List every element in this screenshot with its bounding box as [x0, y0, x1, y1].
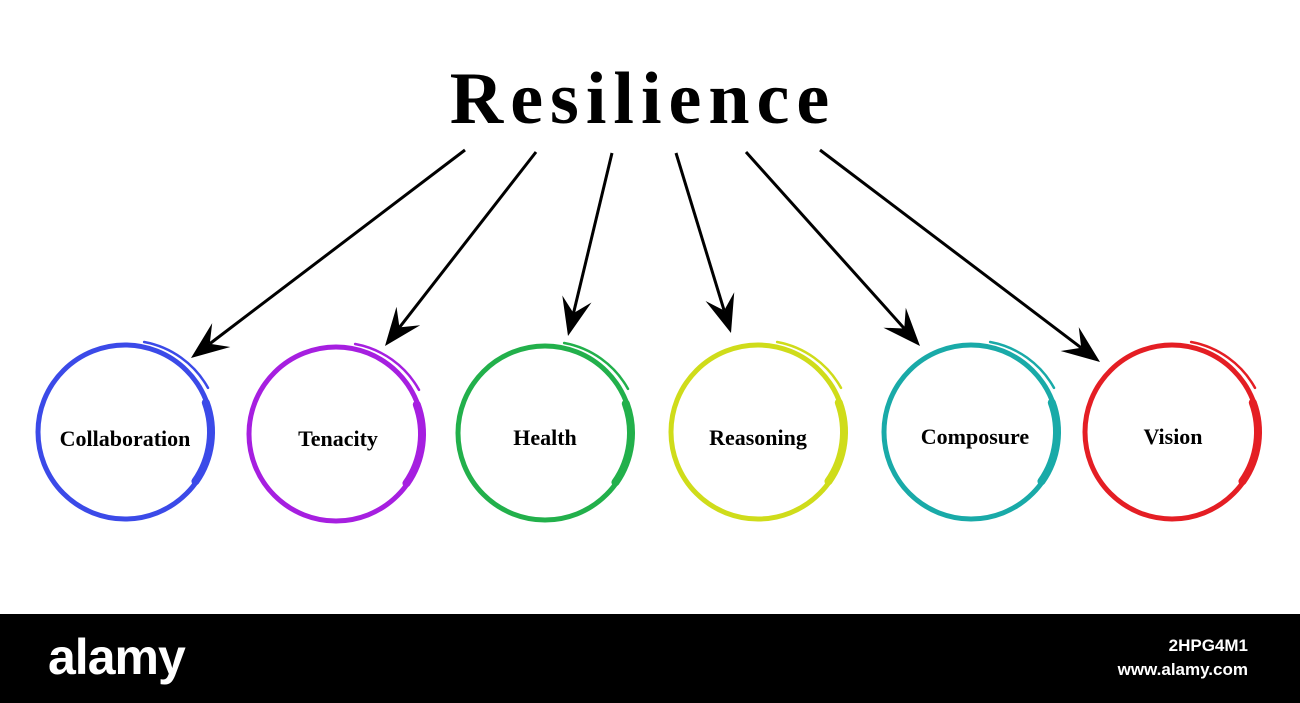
arrow-to-vision	[819, 148, 1100, 362]
arrow-head-composure	[883, 307, 920, 346]
arrow-head-collaboration	[191, 323, 231, 358]
arrow-head-reasoning	[705, 292, 735, 333]
node-circle-composure	[881, 340, 1061, 522]
node-circle-tenacity	[246, 342, 426, 524]
arrow-head-vision	[1060, 327, 1100, 362]
arrow-to-composure	[744, 150, 920, 346]
arrow-to-collaboration	[191, 148, 466, 358]
arrow-to-reasoning	[674, 152, 735, 333]
arrow-shaft-health	[572, 152, 614, 314]
node-brush-stroke-health	[611, 399, 635, 487]
arrow-head-tenacity	[385, 306, 421, 346]
diagram-graphics	[35, 148, 1262, 524]
node-circle-collaboration	[35, 340, 215, 522]
node-circle-health	[455, 341, 635, 523]
node-brush-stroke-reasoning	[824, 398, 848, 486]
node-brush-tail-tenacity	[353, 342, 421, 392]
node-brush-tail-reasoning	[775, 340, 843, 390]
arrow-to-health	[562, 152, 614, 336]
arrow-shaft-composure	[744, 150, 906, 330]
arrow-shaft-collaboration	[208, 148, 466, 345]
node-label-collaboration: Collaboration	[59, 426, 191, 451]
node-circle-reasoning	[668, 340, 848, 522]
node-brush-tail-vision	[1189, 340, 1257, 390]
node-label-vision: Vision	[1143, 424, 1203, 449]
node-brush-tail-collaboration	[142, 340, 210, 390]
watermark-site: www.alamy.com	[1117, 660, 1248, 679]
watermark-bar: alamy 2HPG4M1 www.alamy.com	[0, 614, 1300, 703]
diagram-title: Resilience	[449, 58, 837, 140]
node-circle-vision	[1082, 340, 1262, 522]
arrow-to-tenacity	[385, 151, 538, 346]
node-brush-stroke-composure	[1037, 398, 1061, 486]
node-label-health: Health	[513, 425, 577, 450]
arrow-shaft-vision	[819, 148, 1083, 349]
diagram-canvas: Resilience Collaboration Tenacity Health…	[35, 58, 1262, 524]
arrow-shaft-reasoning	[674, 152, 726, 311]
node-brush-stroke-tenacity	[402, 400, 426, 488]
watermark-image-id: 2HPG4M1	[1168, 636, 1248, 655]
arrow-shaft-tenacity	[398, 151, 538, 329]
node-brush-stroke-vision	[1238, 398, 1262, 486]
node-label-tenacity: Tenacity	[298, 426, 378, 451]
node-brush-stroke-collaboration	[191, 398, 215, 486]
node-brush-tail-composure	[988, 340, 1056, 390]
arrow-head-health	[562, 295, 592, 336]
node-label-composure: Composure	[920, 424, 1030, 449]
watermark-logo: alamy	[48, 629, 186, 685]
node-brush-tail-health	[562, 341, 630, 391]
node-label-reasoning: Reasoning	[709, 425, 807, 450]
